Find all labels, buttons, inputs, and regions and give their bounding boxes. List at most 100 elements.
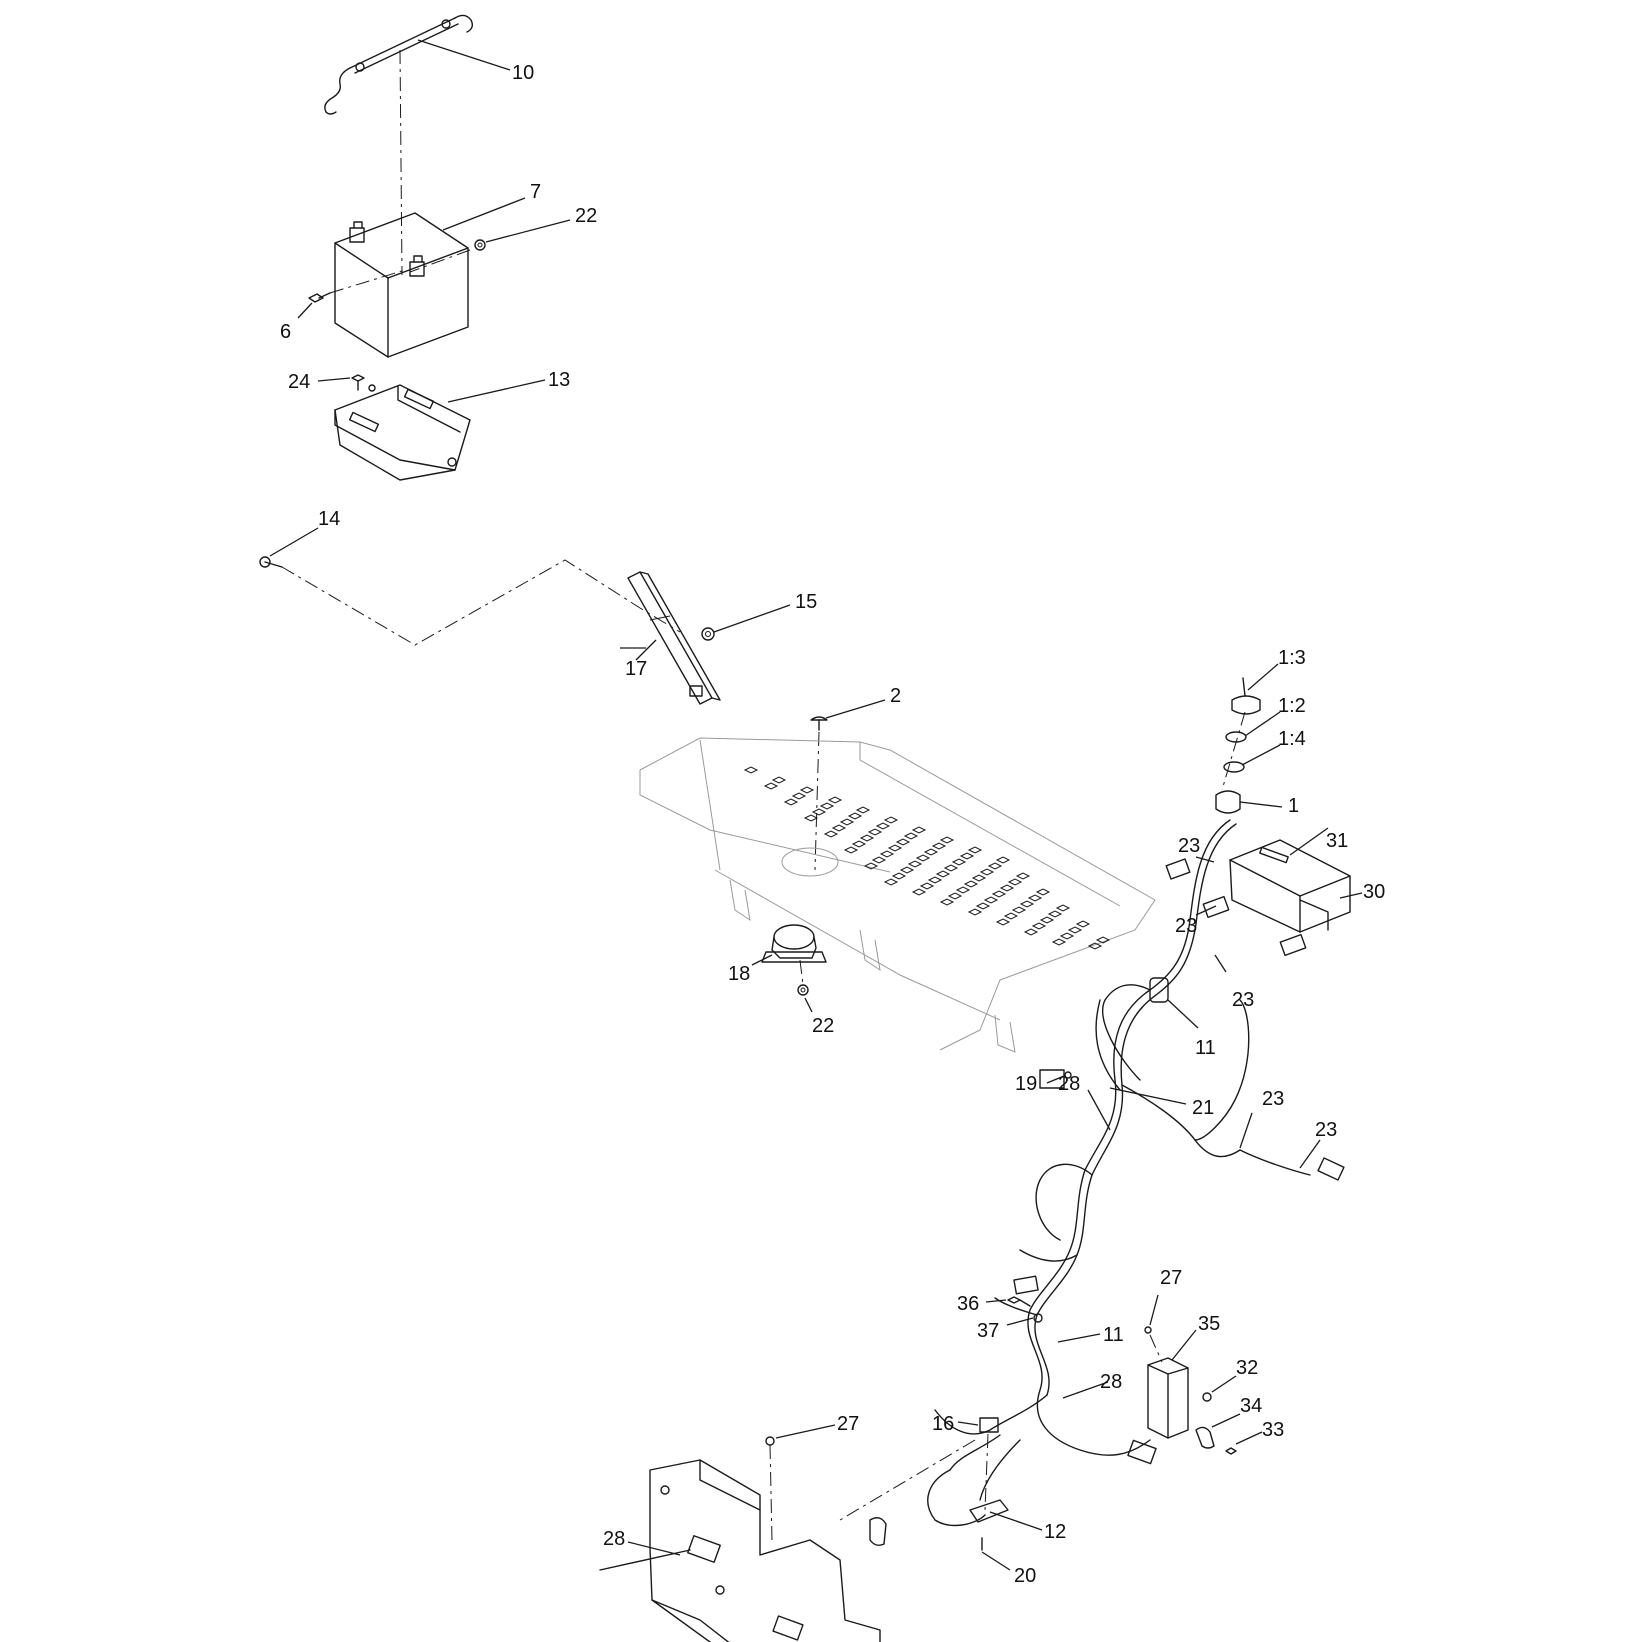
callout-23a: 23: [1178, 835, 1200, 857]
callout-20: 20: [1014, 1565, 1036, 1587]
alignment-line-27b: [769, 1444, 773, 1541]
platform-hole: [771, 776, 787, 784]
callout-28b: 28: [1100, 1371, 1122, 1393]
platform-hole: [819, 802, 835, 810]
platform-hole: [923, 848, 939, 856]
platform-hole: [943, 864, 959, 872]
connector-d: [1317, 1157, 1345, 1181]
alignment-line-nut-22: [409, 249, 471, 273]
switch-nut: [797, 984, 809, 996]
platform-hole: [895, 838, 911, 846]
callout-33: 33: [1262, 1419, 1284, 1441]
tray-screw: [351, 374, 365, 391]
platform-hole: [911, 888, 927, 896]
platform-hole: [967, 846, 983, 854]
callout-13: 13: [548, 369, 570, 391]
mounting-frame: [649, 1459, 887, 1642]
connector-f: [1127, 1439, 1157, 1465]
connector-16: [979, 1417, 999, 1433]
platform-hole: [799, 786, 815, 794]
leader-23e: [1299, 1139, 1321, 1169]
callout-10: 10: [512, 62, 534, 84]
leader-2: [825, 699, 886, 719]
leader-21: [1109, 1087, 1187, 1105]
platform-hole: [875, 822, 891, 830]
solenoid: [1147, 1357, 1189, 1439]
platform-hole: [1039, 916, 1055, 924]
battery: [334, 212, 469, 358]
alignment-line-bolt-14: [281, 559, 681, 646]
leader-36: [985, 1299, 1007, 1303]
platform-hole: [899, 866, 915, 874]
leader-22a: [485, 219, 571, 243]
alignment-line-solenoid: [1149, 1334, 1163, 1363]
platform-hole: [1015, 872, 1031, 880]
platform-hole: [783, 798, 799, 806]
battery-tray: [334, 384, 471, 481]
leader-7: [442, 197, 526, 231]
platform-hole: [1095, 936, 1111, 944]
key-switch-parts: [1215, 677, 1261, 814]
battery-terminal-nut: [474, 239, 486, 251]
callout-1-4: 1:4: [1278, 728, 1306, 750]
leader-28b: [1062, 1381, 1109, 1399]
platform-hole: [991, 890, 1007, 898]
callout-21: 21: [1192, 1097, 1214, 1119]
platform-hole: [1075, 920, 1091, 928]
platform-hole: [907, 860, 923, 868]
platform-hole: [1087, 942, 1103, 950]
alignment-line-rivet: [814, 731, 820, 871]
callout-35: 35: [1198, 1313, 1220, 1335]
alignment-line-key-switch: [1221, 711, 1246, 791]
platform-hole: [935, 870, 951, 878]
leader-23c: [1214, 954, 1227, 973]
leader-23a: [1195, 856, 1215, 863]
leader-34: [1211, 1413, 1241, 1428]
leader-10: [417, 39, 511, 71]
leader-1: [1239, 801, 1283, 808]
seat-switch: [761, 924, 827, 963]
platform-hole: [1023, 928, 1039, 936]
leader-23d: [1239, 1112, 1253, 1149]
callout-28c: 28: [603, 1528, 625, 1550]
platform-hole: [911, 826, 927, 834]
platform-hole: [1027, 894, 1043, 902]
washer-32: [1202, 1392, 1212, 1402]
callout-16: 16: [932, 1413, 954, 1435]
washer-37: [1033, 1313, 1043, 1323]
platform-hole: [983, 896, 999, 904]
platform-hole: [1059, 932, 1075, 940]
callout-23b: 23: [1175, 915, 1197, 937]
leader-18: [751, 954, 773, 966]
callout-22b: 22: [812, 1015, 834, 1037]
platform-hole: [763, 782, 779, 790]
callout-19: 19: [1015, 1073, 1037, 1095]
foot-platform: [639, 737, 1156, 1053]
callout-31: 31: [1326, 830, 1348, 852]
callout-18: 18: [728, 963, 750, 985]
connector-b: [1202, 895, 1230, 919]
connector-c: [1279, 933, 1307, 957]
platform-hole: [971, 874, 987, 882]
platform-hole: [1031, 922, 1047, 930]
connector-e: [1013, 1275, 1039, 1295]
leader-1-4: [1241, 744, 1281, 766]
leader-27a: [1149, 1294, 1159, 1326]
platform-hole: [803, 814, 819, 822]
nut-27b: [765, 1436, 775, 1446]
platform-hole: [867, 828, 883, 836]
callout-11b: 11: [1103, 1324, 1124, 1346]
callout-23d: 23: [1262, 1088, 1284, 1110]
platform-hole: [839, 818, 855, 826]
leader-20: [981, 1551, 1011, 1571]
bracket-12: [969, 1499, 1009, 1523]
platform-hole: [859, 834, 875, 842]
platform-hole: [855, 806, 871, 814]
platform-hole: [995, 856, 1011, 864]
platform-hole: [1067, 926, 1083, 934]
callout-2: 2: [890, 685, 901, 707]
platform-hole: [879, 850, 895, 858]
callout-12: 12: [1044, 1521, 1066, 1543]
platform-hole: [1019, 900, 1035, 908]
